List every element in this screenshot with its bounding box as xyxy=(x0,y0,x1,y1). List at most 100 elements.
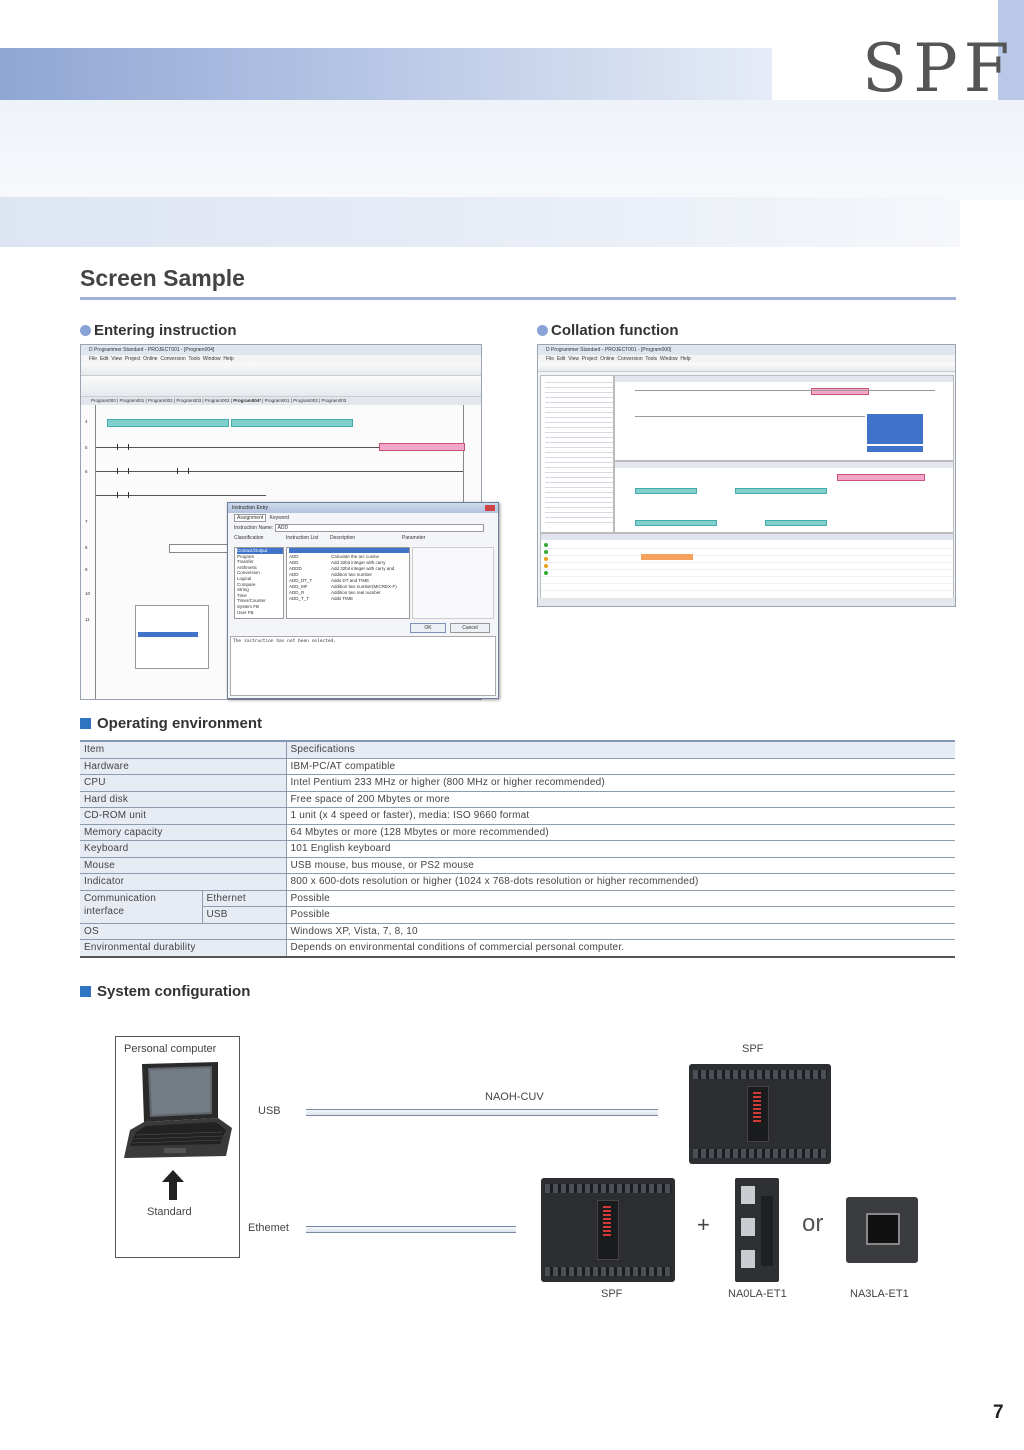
tree-items[interactable] xyxy=(545,379,613,527)
menu-item[interactable]: Edit xyxy=(556,356,566,362)
menu-item[interactable]: Window xyxy=(202,356,221,362)
menu-item[interactable]: Tools xyxy=(645,356,658,362)
instruction-list[interactable]: ADD Calculate the arc cosine ADD Add 32bit… xyxy=(286,547,410,619)
spf-bottom-label: SPF xyxy=(601,1288,623,1300)
tab[interactable]: Program002 xyxy=(293,398,318,403)
list-item[interactable]: ADD xyxy=(289,560,299,565)
message-text: The instruction has not been selected. xyxy=(233,639,336,644)
selected-rung-cell xyxy=(107,419,229,427)
menu-item[interactable]: Online xyxy=(600,356,615,362)
tab[interactable]: Program002 xyxy=(204,398,230,403)
list-item[interactable]: Contact/Output xyxy=(237,548,283,554)
list-item[interactable]: ADDD xyxy=(289,566,302,571)
tab-active[interactable]: Program004* xyxy=(233,398,261,403)
contact-icon xyxy=(117,492,129,498)
collation-function-label: Collation function xyxy=(551,322,679,339)
laptop-icon xyxy=(124,1062,232,1158)
tab[interactable]: Program000 xyxy=(91,398,116,403)
list-item[interactable]: Logical xyxy=(237,575,252,581)
list-item-desc: Calculate the arc cosine xyxy=(331,554,380,559)
compare-tabs[interactable] xyxy=(615,462,953,468)
menu-item[interactable]: Help xyxy=(223,356,234,362)
instruction-name-label: Instruction Name: xyxy=(234,525,274,531)
tab[interactable]: Program001 xyxy=(119,398,145,403)
ok-button[interactable]: OK xyxy=(410,623,446,633)
entering-instruction-label: Entering instruction xyxy=(94,322,237,339)
tab[interactable]: Program001 xyxy=(264,398,290,403)
menu-item[interactable]: Tools xyxy=(188,356,201,362)
instruction-list-selected-row[interactable] xyxy=(289,548,409,553)
ladder-compare-top[interactable] xyxy=(614,375,954,461)
item-cell: Keyboard xyxy=(80,840,287,858)
instruction-name-input[interactable]: ADD xyxy=(274,524,484,532)
list-item[interactable]: Transfer xyxy=(237,559,254,565)
dialog-tab-keyword[interactable]: Keyword xyxy=(269,515,289,521)
list-item[interactable]: Conversion xyxy=(237,570,260,576)
list-item[interactable]: System FB xyxy=(237,603,260,609)
result-rows[interactable] xyxy=(541,542,953,596)
project-tree[interactable] xyxy=(540,375,614,533)
tab[interactable]: Program003 xyxy=(176,398,202,403)
list-item[interactable]: ADD_T_T xyxy=(289,596,310,601)
compare-tabs[interactable] xyxy=(615,376,953,382)
menu-item[interactable]: View xyxy=(111,356,122,362)
classification-list[interactable]: Contact/Output Program Transfer Arithmet… xyxy=(234,547,284,619)
toolbar[interactable] xyxy=(81,363,481,376)
list-header: Classification xyxy=(234,535,264,541)
ladder-compare-bottom[interactable] xyxy=(614,461,954,533)
collation-result-list[interactable] xyxy=(540,533,954,599)
spec-cell: 1 unit (x 4 speed or faster), media: ISO… xyxy=(286,807,955,825)
menu-item[interactable]: File xyxy=(546,356,555,362)
menu-item[interactable]: Project xyxy=(124,356,141,362)
led-indicators xyxy=(753,1092,761,1122)
dialog-tab-assignment[interactable]: Assignment xyxy=(234,514,267,522)
menu-item[interactable]: Conversion xyxy=(160,356,186,362)
menu-item[interactable]: File xyxy=(89,356,98,362)
list-item[interactable]: ADD_R xyxy=(289,590,305,595)
diff-marker xyxy=(635,520,717,526)
rung-number: 5 xyxy=(85,445,88,450)
suggest-list-selected-row[interactable] xyxy=(138,632,198,637)
menu-item[interactable]: Conversion xyxy=(617,356,643,362)
operating-environment-title: Operating environment xyxy=(97,715,263,732)
list-item[interactable]: User FB xyxy=(237,609,254,615)
list-item[interactable]: ADD_MF xyxy=(289,584,308,589)
status-bar xyxy=(538,598,955,606)
menu-item[interactable]: View xyxy=(568,356,579,362)
menu-item[interactable]: Edit xyxy=(99,356,109,362)
menu-item[interactable]: Online xyxy=(143,356,158,362)
list-item[interactable]: Time xyxy=(237,592,247,598)
list-item[interactable]: ADD xyxy=(289,554,299,559)
suggest-list[interactable] xyxy=(135,605,209,669)
tab[interactable]: Program003 xyxy=(321,398,347,403)
menu-item[interactable]: Help xyxy=(680,356,691,362)
ladder-toolbar[interactable] xyxy=(81,376,481,397)
list-item[interactable]: Timer/Counter xyxy=(237,598,266,604)
list-item[interactable]: Compare xyxy=(237,581,256,587)
operating-environment-heading: Operating environment xyxy=(80,715,262,732)
program-tabs[interactable]: Program000 | Program001 | Program002 | P… xyxy=(81,397,481,405)
close-icon[interactable] xyxy=(485,505,495,511)
list-item[interactable]: ADD_DT_T xyxy=(289,578,313,583)
list-item[interactable]: ADD xyxy=(289,572,299,577)
list-item-desc: Add 32bit integer with carry and xyxy=(331,566,395,571)
module-side xyxy=(761,1196,773,1266)
toolbar[interactable] xyxy=(538,363,955,372)
rung-number: 11 xyxy=(85,617,90,622)
result-list-header xyxy=(541,534,953,540)
left-power-rail xyxy=(95,405,96,699)
module-connector xyxy=(741,1250,755,1268)
cancel-button[interactable]: Cancel xyxy=(450,623,490,633)
list-item[interactable]: Arithmetic xyxy=(237,564,258,570)
list-item[interactable]: String xyxy=(237,587,249,593)
item-cell: CPU xyxy=(80,774,287,792)
menu-item[interactable]: Project xyxy=(581,356,598,362)
menu-item[interactable]: Window xyxy=(659,356,678,362)
rung xyxy=(96,447,463,448)
module-connector xyxy=(741,1186,755,1204)
list-header: Description xyxy=(330,535,356,541)
list-item[interactable]: Program xyxy=(237,553,255,559)
tab[interactable]: Program002 xyxy=(147,398,173,403)
